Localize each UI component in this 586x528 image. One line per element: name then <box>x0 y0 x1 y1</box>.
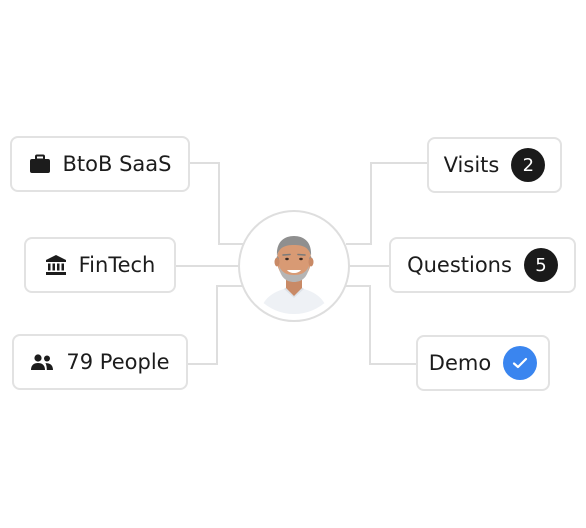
count-badge: 5 <box>523 248 558 282</box>
tag-demo: Demo <box>416 335 550 391</box>
connector-people <box>188 285 244 365</box>
count-badge: 2 <box>511 148 546 182</box>
tag-label: BtoB SaaS <box>62 152 172 176</box>
tag-people-count: 79 People <box>12 334 188 390</box>
tag-btob-saas: BtoB SaaS <box>10 136 190 192</box>
people-icon <box>30 353 54 371</box>
avatar-ring <box>238 210 350 322</box>
connector-btob <box>190 162 244 245</box>
check-icon <box>503 346 538 380</box>
connector-visits <box>346 162 427 245</box>
tag-fintech: FinTech <box>24 237 176 293</box>
tag-label: Questions <box>407 253 512 277</box>
tag-label: Demo <box>428 351 492 375</box>
briefcase-icon <box>29 154 51 174</box>
tag-visits: Visits 2 <box>427 137 562 193</box>
tag-label: Visits <box>443 153 500 177</box>
tag-label: 79 People <box>66 350 170 374</box>
tag-questions: Questions 5 <box>389 237 576 293</box>
tag-label: FinTech <box>78 253 156 277</box>
person-avatar <box>246 218 342 314</box>
connector-demo <box>346 285 416 365</box>
bank-icon <box>45 254 67 276</box>
